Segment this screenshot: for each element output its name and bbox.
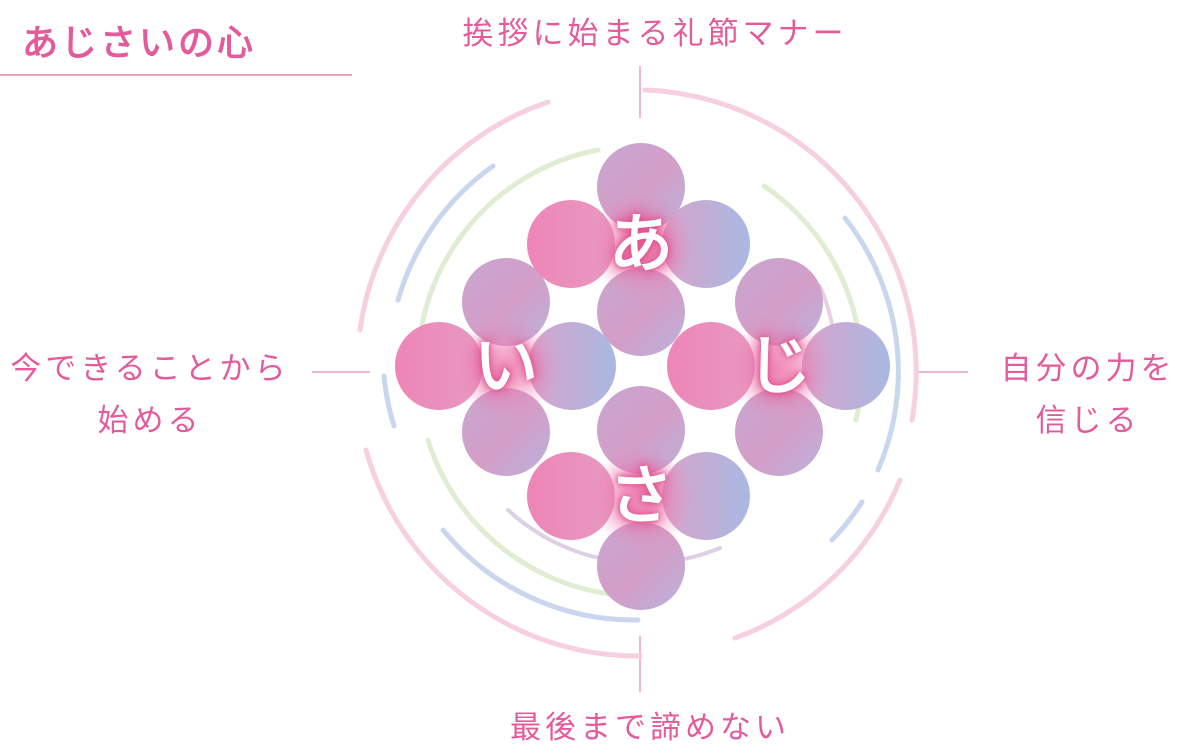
- caption-left: 今できることから 始める: [0, 343, 300, 447]
- char-i: い: [474, 330, 538, 404]
- ring-blue-e: [829, 499, 865, 543]
- ring-pink-outer-b: [732, 477, 903, 641]
- ring-pink-outer-c: [357, 99, 551, 333]
- char-ji: じ: [747, 330, 811, 404]
- flower-sa: [527, 386, 750, 610]
- ring-pink-outer-a: [642, 87, 919, 423]
- caption-right-line1: 自分の力を: [1000, 351, 1176, 387]
- ring-blue-d: [842, 215, 901, 473]
- caption-right: 自分の力を 信じる: [980, 343, 1196, 447]
- title-underline: [0, 74, 352, 76]
- flower-i: [395, 258, 616, 476]
- caption-top: 挨拶に始まる礼節マナー: [462, 16, 848, 52]
- ring-blue-a: [395, 163, 496, 303]
- caption-left-line2: 始める: [97, 403, 203, 439]
- flower-a: [527, 143, 750, 356]
- caption-left-line1: 今できることから: [10, 351, 290, 387]
- char-sa: さ: [609, 460, 673, 534]
- ring-blue-b: [381, 373, 397, 429]
- ring-blue-c: [440, 527, 641, 623]
- caption-right-line2: 信じる: [1035, 403, 1141, 439]
- ring-green-b: [425, 437, 613, 597]
- caption-bottom: 最後まで諦めない: [510, 710, 790, 746]
- flower-ji: [667, 258, 890, 476]
- char-a: あ: [609, 208, 673, 282]
- page-title: あじさいの心: [22, 23, 257, 64]
- ring-pink-outer-d: [363, 447, 643, 659]
